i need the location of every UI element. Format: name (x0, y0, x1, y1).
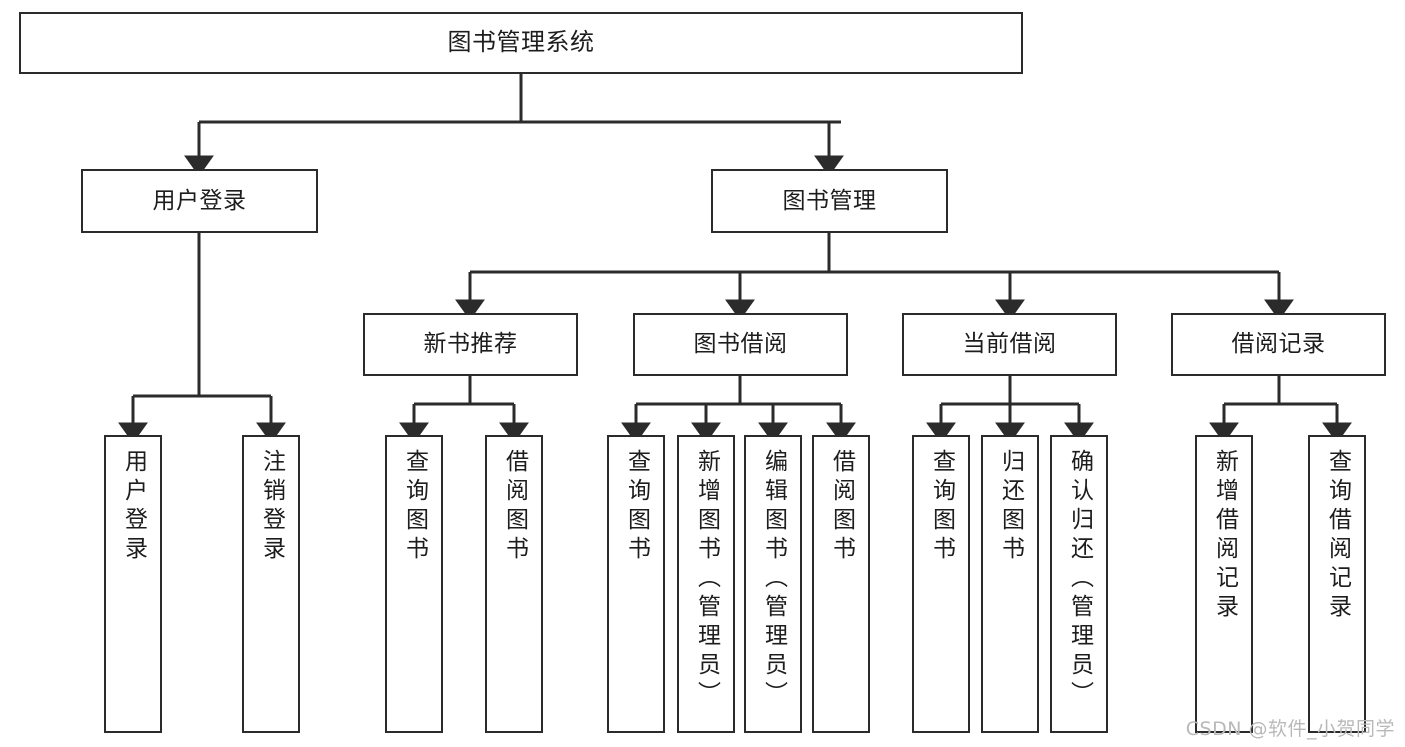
node-new-book-recommend[interactable]: 新书推荐 (363, 313, 578, 376)
node-label: 注销登录 (258, 449, 285, 565)
node-borrow-record[interactable]: 借阅记录 (1171, 313, 1386, 376)
leaf-query-book-recommend[interactable]: 查询图书 (385, 435, 443, 733)
node-label: 确认归还（管理员） (1066, 449, 1093, 710)
leaf-query-book-current[interactable]: 查询图书 (912, 435, 970, 733)
node-book-borrow[interactable]: 图书借阅 (633, 313, 848, 376)
node-label: 查询图书 (623, 449, 650, 565)
node-label: 借阅记录 (1231, 331, 1326, 358)
node-label: 查询借阅记录 (1324, 449, 1351, 623)
node-label: 用户登录 (120, 449, 147, 565)
node-label: 查询图书 (928, 449, 955, 565)
leaf-add-borrow-record[interactable]: 新增借阅记录 (1195, 435, 1253, 733)
csdn-watermark: CSDN @软件_小贺同学 (1185, 718, 1395, 740)
leaf-query-borrow-record[interactable]: 查询借阅记录 (1308, 435, 1366, 733)
node-label: 新增图书（管理员） (693, 449, 720, 710)
node-label: 当前借阅 (962, 331, 1057, 358)
node-label: 编辑图书（管理员） (760, 449, 787, 710)
node-label: 查询图书 (401, 449, 428, 565)
node-label: 图书管理系统 (447, 28, 595, 57)
node-root-book-management-system[interactable]: 图书管理系统 (19, 12, 1023, 74)
node-label: 新增借阅记录 (1211, 449, 1238, 623)
node-user-login[interactable]: 用户登录 (81, 169, 318, 233)
leaf-add-book-admin[interactable]: 新增图书（管理员） (677, 435, 735, 733)
node-label: 借阅图书 (501, 449, 528, 565)
leaf-borrow-book[interactable]: 借阅图书 (812, 435, 870, 733)
node-label: 借阅图书 (828, 449, 855, 565)
node-label: 用户登录 (152, 187, 247, 214)
leaf-return-book[interactable]: 归还图书 (981, 435, 1039, 733)
node-label: 图书管理 (782, 187, 877, 214)
leaf-edit-book-admin[interactable]: 编辑图书（管理员） (744, 435, 802, 733)
node-book-manage[interactable]: 图书管理 (711, 169, 948, 233)
node-current-borrow[interactable]: 当前借阅 (902, 313, 1117, 376)
node-label: 新书推荐 (423, 331, 518, 358)
leaf-query-book-borrow[interactable]: 查询图书 (607, 435, 665, 733)
leaf-user-logout[interactable]: 注销登录 (242, 435, 300, 733)
node-label: 图书借阅 (693, 331, 788, 358)
leaf-borrow-book-recommend[interactable]: 借阅图书 (485, 435, 543, 733)
leaf-user-login[interactable]: 用户登录 (104, 435, 162, 733)
leaf-confirm-return-admin[interactable]: 确认归还（管理员） (1050, 435, 1108, 733)
node-label: 归还图书 (997, 449, 1024, 565)
